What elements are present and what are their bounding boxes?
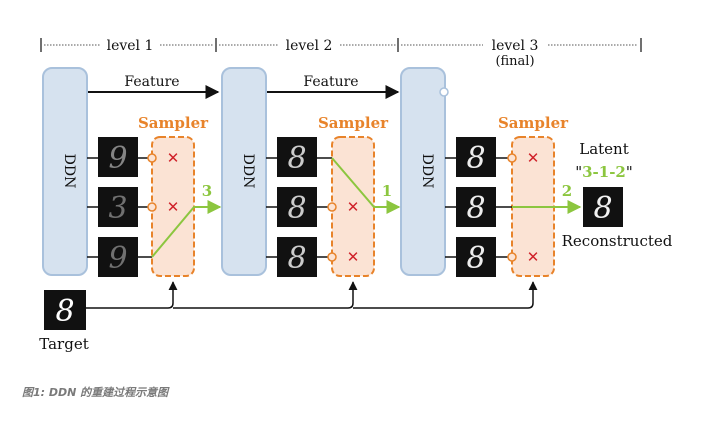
- ddn-label-2: DDN: [240, 154, 256, 189]
- selection-index-3: 2: [562, 182, 572, 200]
- svg-text:8: 8: [466, 191, 485, 226]
- candidate-image: 3: [98, 187, 138, 227]
- open-circle-icon: [327, 252, 337, 262]
- open-circle-icon: [327, 202, 337, 212]
- target: 8 Target: [39, 290, 89, 353]
- svg-text:8: 8: [466, 141, 485, 176]
- candidate-image: 8: [456, 187, 496, 227]
- ddn-block-2: DDN: [221, 67, 267, 276]
- output: Latent "3-1-2" 8 Reconstructed: [562, 140, 673, 250]
- candidate-image: 8: [277, 187, 317, 227]
- level-timeline: level 1 level 2 level 3 (final): [40, 38, 642, 69]
- svg-text:9: 9: [108, 141, 127, 176]
- x-mark-icon: ✕: [167, 198, 180, 216]
- candidate-image: 8: [456, 237, 496, 277]
- svg-text:8: 8: [287, 241, 306, 276]
- selection-index-1: 3: [202, 182, 212, 200]
- sampler-1: Sampler: [138, 114, 209, 277]
- sampler-label-1: Sampler: [138, 114, 209, 132]
- candidate-image: 9: [98, 137, 138, 177]
- selection-index-2: 1: [382, 182, 392, 200]
- candidates-level-1: 9 3 9 ✕ ✕: [87, 137, 179, 277]
- ddn-label-3: DDN: [419, 154, 435, 189]
- svg-text:8: 8: [466, 241, 485, 276]
- svg-text:8: 8: [287, 191, 306, 226]
- open-circle-icon: [507, 252, 517, 262]
- x-mark-icon: ✕: [347, 198, 360, 216]
- figure-caption: 图1: DDN 的重建过程示意图: [22, 386, 169, 399]
- open-circle-icon: [147, 153, 157, 163]
- x-mark-icon: ✕: [527, 248, 540, 266]
- feature-arrows: Feature Feature: [86, 74, 400, 99]
- candidates-level-3: 8 8 8 ✕ ✕: [445, 137, 539, 277]
- target-image: [44, 290, 86, 330]
- svg-text:3: 3: [108, 191, 127, 226]
- open-circle-icon: [147, 202, 157, 212]
- ddn-block-3: DDN: [400, 67, 449, 276]
- level-2-label: level 2: [286, 38, 333, 54]
- ddn-label-1: DDN: [61, 154, 77, 189]
- x-mark-icon: ✕: [527, 149, 540, 167]
- sampler-label-3: Sampler: [498, 114, 569, 132]
- reconstructed-label: Reconstructed: [562, 232, 673, 250]
- latent-label: Latent: [579, 140, 629, 158]
- open-circle-icon: [439, 87, 449, 97]
- x-mark-icon: ✕: [347, 248, 360, 266]
- feature-label-1: Feature: [124, 74, 179, 90]
- ddn-block-1: DDN: [42, 67, 88, 276]
- open-circle-icon: [507, 153, 517, 163]
- target-label: Target: [39, 335, 88, 353]
- level-1-label: level 1: [107, 38, 154, 54]
- reconstructed-image: 8: [583, 187, 623, 227]
- svg-text:8: 8: [593, 191, 612, 226]
- selection-paths: 3 1 2: [151, 157, 582, 258]
- svg-text:9: 9: [108, 241, 127, 276]
- candidate-image: 9: [98, 237, 138, 277]
- latent-code: "3-1-2": [575, 163, 633, 181]
- candidates-level-2: 8 8 8 ✕ ✕: [266, 137, 359, 277]
- sampler-label-2: Sampler: [318, 114, 389, 132]
- candidate-image: 8: [456, 137, 496, 177]
- level-3-label: level 3: [492, 38, 539, 54]
- candidate-image: 8: [277, 237, 317, 277]
- candidate-image: 8: [277, 137, 317, 177]
- feature-label-2: Feature: [303, 74, 358, 90]
- final-note: (final): [495, 54, 534, 69]
- svg-text:8: 8: [55, 294, 74, 329]
- svg-text:8: 8: [287, 141, 306, 176]
- x-mark-icon: ✕: [167, 149, 180, 167]
- target-feedback: [86, 281, 538, 309]
